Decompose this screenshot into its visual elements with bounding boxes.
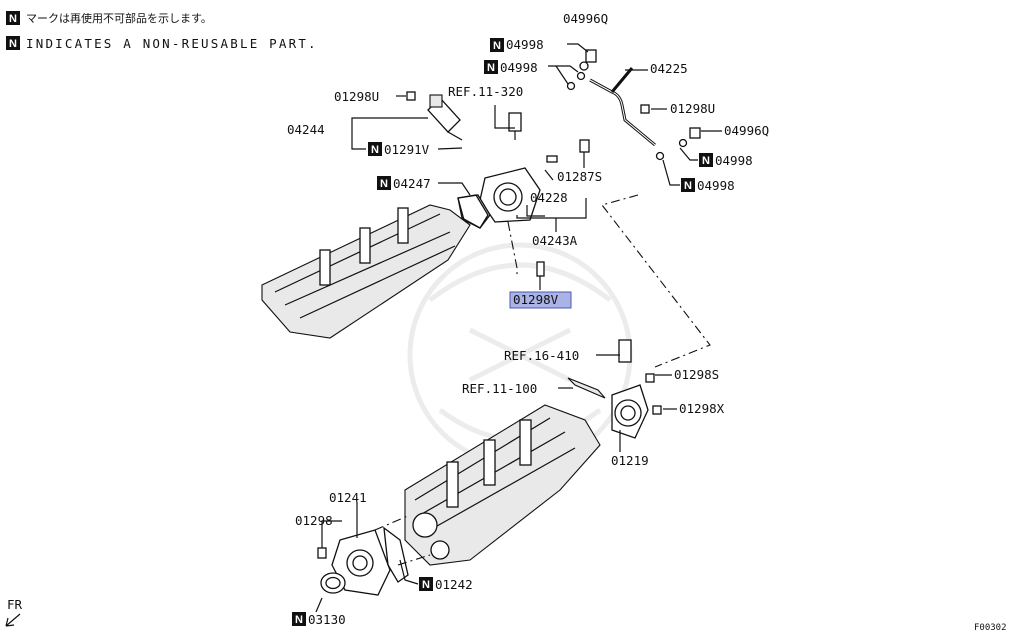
figure-code: F00302 — [974, 623, 1007, 633]
legend-note-en: N INDICATES A NON-REUSABLE PART. — [6, 36, 318, 51]
sensor-04244 — [427, 94, 463, 141]
sensor-ref-11-320 — [508, 112, 522, 140]
label-ref-11-320: REF.11-320 — [448, 84, 523, 99]
label-01242: 01242 — [435, 577, 473, 592]
label-04998-a: 04998 — [506, 37, 544, 52]
label-04243A: 04243A — [532, 233, 578, 248]
svg-text:N: N — [371, 144, 379, 156]
label-01298V: 01298V — [513, 292, 559, 307]
alignment-lines — [374, 194, 711, 566]
label-01298: 01298 — [295, 513, 333, 528]
outlet-01241 — [320, 526, 409, 596]
svg-text:N: N — [684, 180, 692, 192]
label-04228: 04228 — [530, 190, 568, 205]
housing-01219 — [567, 339, 649, 439]
svg-text:N: N — [493, 40, 501, 52]
front-direction-indicator: FR — [5, 597, 23, 627]
svg-text:N: N — [9, 38, 17, 50]
svg-text:FR: FR — [7, 597, 23, 612]
label-03130: 03130 — [308, 612, 346, 627]
label-04247: 04247 — [393, 176, 431, 191]
label-01287S: 01287S — [557, 169, 602, 184]
label-04225: 04225 — [650, 61, 688, 76]
arrow-icon — [5, 613, 21, 627]
label-04998-b: 04998 — [500, 60, 538, 75]
highlight-01298V — [509, 291, 572, 309]
label-01219: 01219 — [611, 453, 649, 468]
label-01298S: 01298S — [674, 367, 719, 382]
label-ref-11-100: REF.11-100 — [462, 381, 537, 396]
small-hardware — [317, 49, 701, 559]
svg-text:N: N — [295, 614, 303, 626]
label-01298U-right: 01298U — [670, 101, 715, 116]
legend-note-jp: N マークは再使用不可部品を示します。 — [6, 11, 212, 25]
pipe-04225 — [589, 67, 656, 147]
label-04996Q-right: 04996Q — [724, 123, 769, 138]
svg-text:N: N — [487, 62, 495, 74]
part-labels: 04996Q N 04998 N 04998 04225 01298U REF.… — [287, 11, 769, 627]
svg-text:INDICATES A NON-REUSABLE PART.: INDICATES A NON-REUSABLE PART. — [26, 36, 318, 51]
lower-head-block — [404, 404, 601, 566]
label-01241: 01241 — [329, 490, 367, 505]
water-outlet-upper — [457, 167, 541, 229]
svg-text:N: N — [380, 178, 388, 190]
label-01298X: 01298X — [679, 401, 725, 416]
gasket-04247 — [457, 194, 489, 229]
label-01291V: 01291V — [384, 142, 430, 157]
svg-text:マークは再使用不可部品を示します。: マークは再使用不可部品を示します。 — [26, 11, 212, 25]
svg-text:N: N — [702, 155, 710, 167]
label-04244: 04244 — [287, 122, 325, 137]
label-01298U-left: 01298U — [334, 89, 379, 104]
upper-head-cover — [261, 204, 471, 339]
label-04998-d: 04998 — [697, 178, 735, 193]
svg-text:N: N — [9, 13, 17, 25]
leader-lines — [315, 43, 722, 613]
label-04998-c: 04998 — [715, 153, 753, 168]
svg-text:N: N — [422, 579, 430, 591]
label-ref-16-410: REF.16-410 — [504, 348, 579, 363]
label-04996Q-top: 04996Q — [563, 11, 608, 26]
